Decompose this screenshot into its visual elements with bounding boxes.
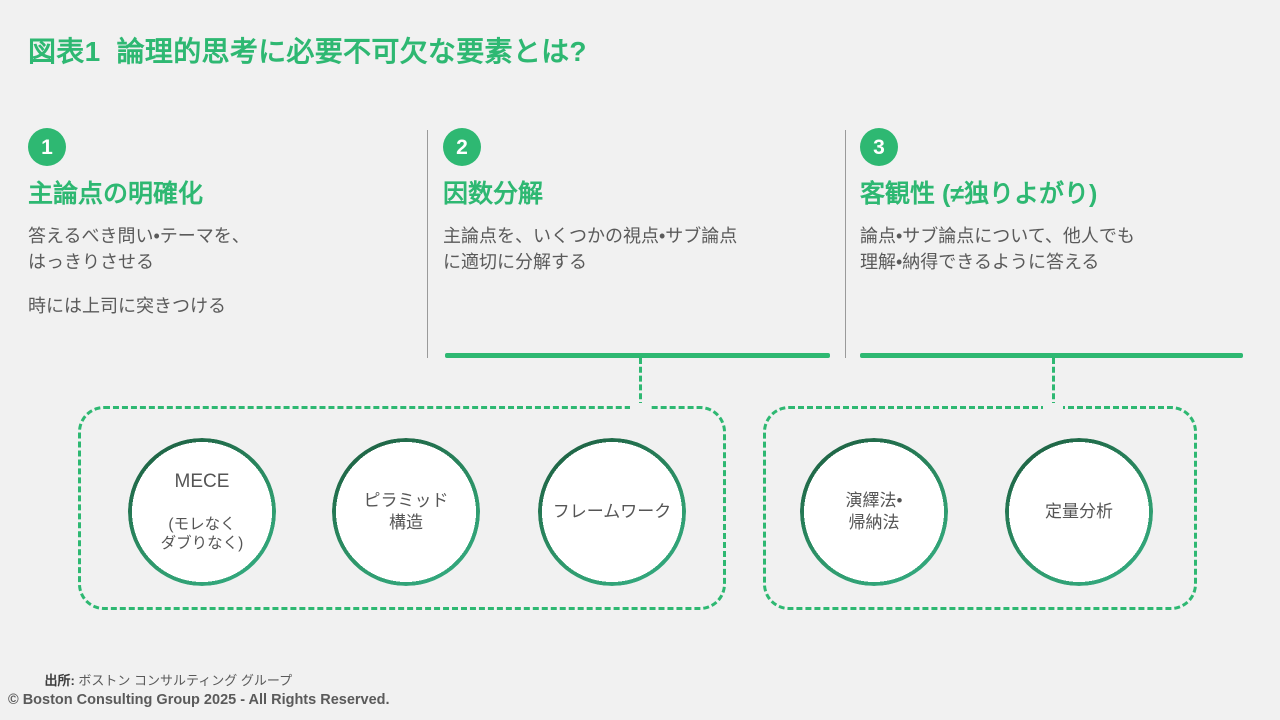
concept-circle-pyramid-structure-label: ピラミッド 構造 bbox=[363, 490, 449, 532]
concept-circle-quantitative-analysis-label: 定量分析 bbox=[1045, 501, 1113, 521]
concept-circle-framework-label: フレームワーク bbox=[552, 501, 672, 521]
column-3-accent-rule bbox=[860, 353, 1243, 358]
column-2-heading: 因数分解 bbox=[443, 180, 544, 208]
concept-circle-mece[interactable]: MECE (モレなく ダブりなく) bbox=[128, 438, 276, 586]
source-label: 出所: bbox=[44, 673, 75, 688]
copyright-notice: © Boston Consulting Group 2025 - All Rig… bbox=[8, 692, 390, 708]
connector-stem-column-3 bbox=[1052, 358, 1055, 408]
concept-circle-quantitative-analysis[interactable]: 定量分析 bbox=[1005, 438, 1153, 586]
column-3: 3 客観性 (≠独りよがり) 論点•サブ論点について、他人でも 理解•納得できる… bbox=[860, 128, 1250, 275]
connector-notch-1 bbox=[630, 403, 650, 412]
column-2: 2 因数分解 主論点を、いくつかの視点•サブ論点 に適切に分解する bbox=[443, 128, 833, 275]
connector-stem-column-2 bbox=[639, 358, 642, 408]
dashed-group-box-objectivity bbox=[763, 406, 1197, 610]
column-divider-1 bbox=[427, 130, 428, 358]
column-1-body: 答えるべき問い•テーマを、 はっきりさせる bbox=[28, 225, 250, 272]
column-1: 1 主論点の明確化 答えるべき問い•テーマを、 はっきりさせる 時には上司に突き… bbox=[28, 128, 418, 319]
concept-circle-mece-label: MECE (モレなく ダブりなく) bbox=[155, 448, 250, 577]
column-3-number-badge: 3 bbox=[860, 128, 898, 166]
concept-circle-mece-main: MECE bbox=[174, 470, 230, 492]
column-2-body: 主論点を、いくつかの視点•サブ論点 に適切に分解する bbox=[443, 225, 738, 272]
column-1-body-secondary: 時には上司に突きつける bbox=[28, 295, 226, 316]
column-1-heading: 主論点の明確化 bbox=[28, 180, 204, 208]
concept-circle-mece-sub: (モレなく ダブりなく) bbox=[160, 516, 244, 553]
column-3-heading: 客観性 (≠独りよがり) bbox=[860, 180, 1098, 208]
column-2-number-badge: 2 bbox=[443, 128, 481, 166]
connector-notch-2 bbox=[1043, 403, 1063, 412]
column-3-body: 論点•サブ論点について、他人でも 理解•納得できるように答える bbox=[860, 225, 1135, 272]
column-divider-2 bbox=[845, 130, 846, 358]
page-title: 図表1 論理的思考に必要不可欠な要素とは? bbox=[28, 36, 587, 67]
dashed-group-box-factorization bbox=[78, 406, 726, 610]
column-1-number-badge: 1 bbox=[28, 128, 66, 166]
column-2-accent-rule bbox=[445, 353, 830, 358]
concept-circle-pyramid-structure[interactable]: ピラミッド 構造 bbox=[332, 438, 480, 586]
concept-circle-deduction-induction-label: 演繹法• 帰納法 bbox=[845, 490, 903, 532]
source-value: ボストン コンサルティング グループ bbox=[74, 673, 293, 688]
concept-circle-framework[interactable]: フレームワーク bbox=[538, 438, 686, 586]
concept-circle-deduction-induction[interactable]: 演繹法• 帰納法 bbox=[800, 438, 948, 586]
source-note: 出所: ボストン コンサルティング グループ bbox=[30, 655, 292, 704]
